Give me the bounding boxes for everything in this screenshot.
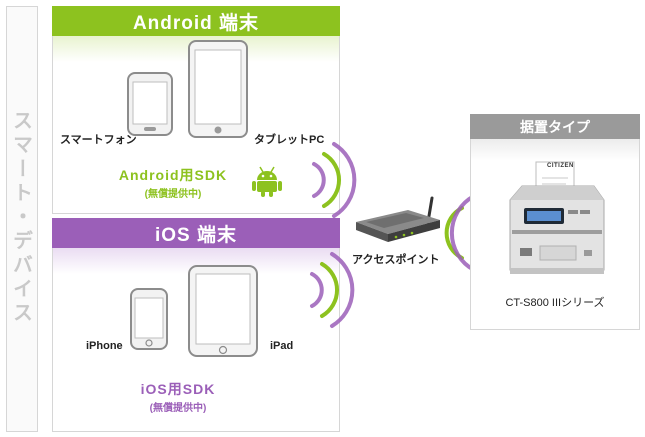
access-point-label: アクセスポイント [352,254,440,266]
ios-header: iOS 端末 [52,218,340,248]
printer-icon [509,161,605,274]
android-robot-icon [252,166,282,197]
iphone-label: iPhone [86,340,123,352]
iphone-icon [130,288,168,350]
smartphone-icon [127,72,173,136]
access-point-router-icon [356,196,440,242]
smartphone-label: スマートフォン [60,134,137,146]
ipad-label: iPad [270,340,294,352]
ios-sdk: iOS用SDK (無償提供中) [118,379,238,414]
stationary-header-fade [471,139,639,161]
wireless-signal-android-icon [312,142,357,218]
side-frame [6,6,38,432]
android-sdk: Android用SDK (無償提供中) [98,165,248,200]
android-sdk-note: (無償提供中) [144,189,202,200]
stationary-header: 据置タイプ [470,114,640,139]
ios-sdk-title: iOS用SDK [140,381,216,397]
wireless-signal-ios-icon [310,252,355,328]
tablet-icon [188,40,248,138]
ipad-icon [188,265,258,357]
tablet-label: タブレットPC [254,134,325,146]
ios-sdk-note: (無償提供中) [149,403,207,414]
android-header: Android 端末 [52,6,340,36]
android-sdk-title: Android用SDK [118,167,228,183]
smart-device-label: スマート・デバイス [9,110,32,326]
printer-model-label: CT-S800 IIIシリーズ [505,297,605,309]
printer-brand: CITIZEN [547,163,574,169]
